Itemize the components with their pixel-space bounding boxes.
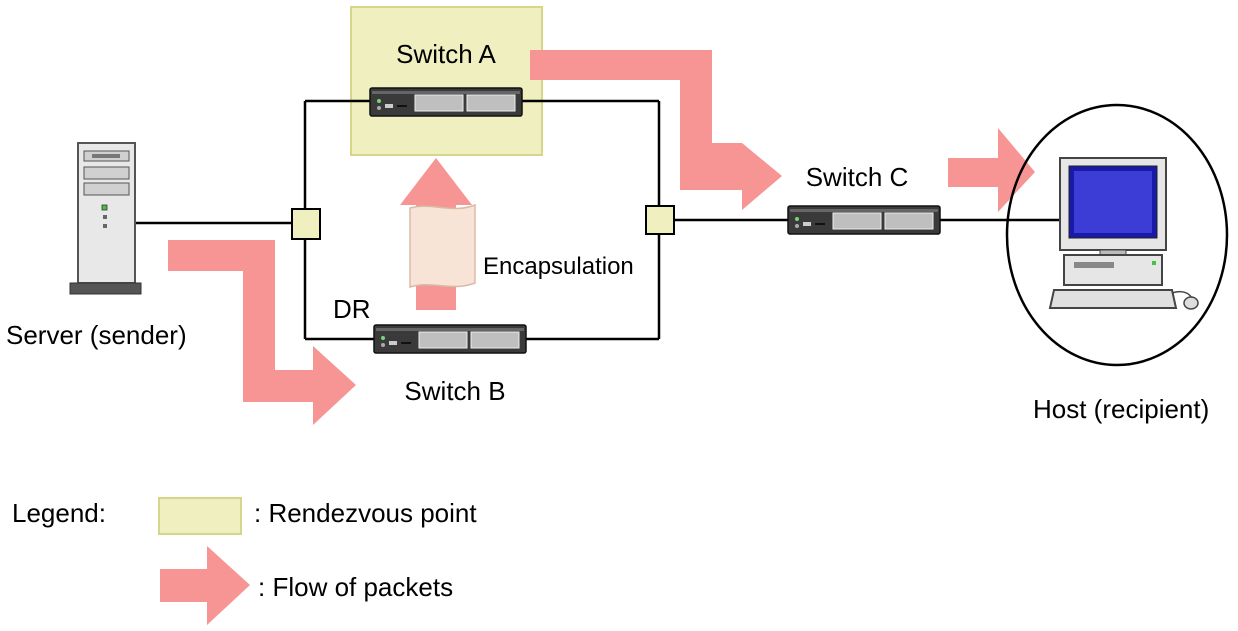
rendezvous-point-area — [350, 6, 543, 156]
legend-rendezvous-label: : Rendezvous point — [254, 498, 477, 528]
legend-flow-label: : Flow of packets — [258, 572, 453, 602]
switch-b-device — [373, 324, 527, 354]
legend-flow-swatch — [160, 546, 250, 625]
switch-a-device — [369, 87, 523, 117]
flow-arrow-a-to-c — [530, 50, 782, 210]
junction-left — [291, 208, 321, 240]
dr-label: DR — [333, 294, 371, 324]
flow-arrow-server-to-b — [168, 240, 356, 425]
legend-title: Legend: — [12, 498, 106, 528]
switch-a-label: Switch A — [396, 39, 496, 69]
switch-c-label: Switch C — [806, 162, 909, 192]
server-icon — [69, 142, 142, 295]
server-label: Server (sender) — [6, 320, 187, 350]
switch-c-device — [787, 205, 941, 235]
legend-rendezvous-swatch — [158, 497, 242, 535]
switch-b-label: Switch B — [404, 376, 505, 406]
junction-right — [645, 205, 675, 235]
encapsulated-packet-icon — [409, 203, 476, 289]
encapsulation-label: Encapsulation — [483, 253, 634, 280]
host-label: Host (recipient) — [1033, 394, 1209, 424]
host-pc-icon — [1048, 157, 1199, 310]
host-boundary — [1005, 103, 1229, 367]
